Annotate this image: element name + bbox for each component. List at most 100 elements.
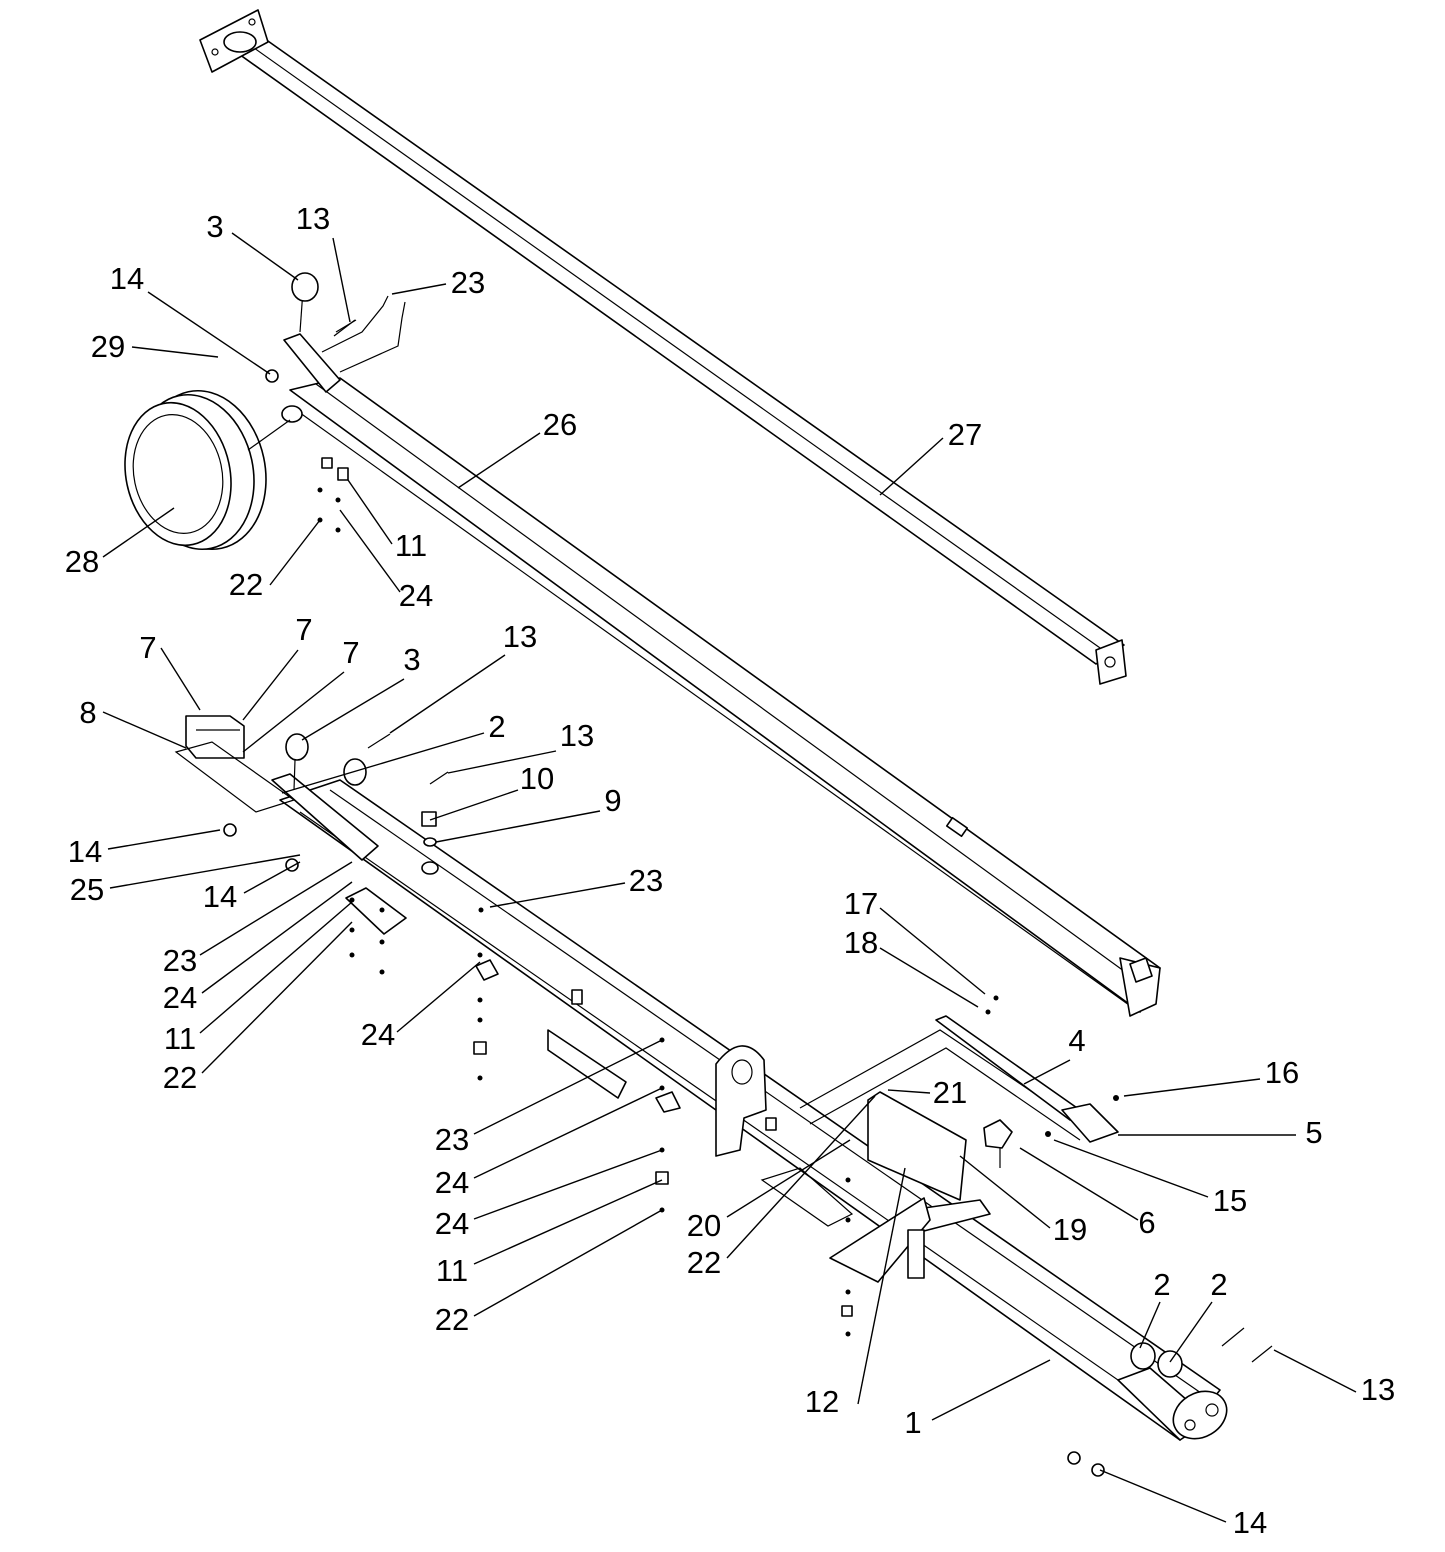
callout-c24c: 24 [361,1017,395,1052]
callout-c14a: 14 [110,261,144,296]
middle-beam [281,377,1161,1017]
callout-c24a: 24 [399,578,433,613]
callout-c15: 15 [1213,1183,1247,1218]
callout-c14b: 14 [68,834,102,869]
leader-line-c4 [1023,1059,1071,1085]
callout-c22a: 22 [229,567,263,602]
leader-line-c14b [107,829,221,850]
leader-line-c13c [447,750,557,774]
callout-c5: 5 [1305,1115,1322,1150]
leader-line-c7b [242,649,299,721]
callout-c28: 28 [65,544,99,579]
callout-c11a: 11 [395,528,427,563]
callout-c13d: 13 [1361,1372,1395,1407]
leader-line-c7c [242,671,345,753]
leader-line-c17 [879,907,986,995]
lifting-eye [715,1045,767,1157]
hitch-assembly [760,1091,1013,1337]
leader-line-c23b [489,882,626,908]
leader-line-c9 [435,810,601,843]
callout-c16: 16 [1265,1055,1299,1090]
leader-line-c14d [1099,1469,1227,1523]
callout-c9: 9 [604,783,621,818]
leader-line-c21 [887,1089,931,1094]
leader-line-c3a [231,232,299,281]
callout-c22c: 22 [687,1245,721,1280]
callout-c23a: 23 [451,265,485,300]
callout-c24d: 24 [435,1165,469,1200]
left-end-bracket [174,715,407,975]
callout-c22b: 22 [163,1060,197,1095]
callout-c19: 19 [1053,1212,1087,1247]
leader-line-c13b [389,654,506,734]
leader-line-c22a [269,519,321,586]
leader-line-c19 [959,1155,1051,1229]
leader-line-c12 [857,1167,906,1405]
leader-line-c24e [473,1149,663,1220]
leader-line-c26 [457,432,541,489]
leader-line-c2c [1169,1301,1213,1363]
leader-line-c14c [243,861,301,894]
leader-line-c20 [726,1139,851,1218]
leader-line-c3b [301,678,405,741]
leader-line-c8 [102,711,187,749]
callout-c29: 29 [91,329,125,364]
leader-line-c24d [473,1087,663,1179]
callout-c7b: 7 [295,612,312,647]
callout-c25: 25 [70,872,104,907]
callout-c18: 18 [844,925,878,960]
leader-line-c1 [931,1359,1051,1421]
callout-c8: 8 [79,695,96,730]
leader-line-c22d [473,1209,663,1317]
mid-fasteners [473,907,777,1213]
callout-c13c: 13 [560,718,594,753]
leader-line-c28 [102,507,175,558]
callout-c14d: 14 [1233,1505,1267,1540]
callout-c23d: 23 [435,1122,469,1157]
leader-line-c29 [131,346,219,358]
wheel [124,389,291,551]
callout-c11b: 11 [164,1021,196,1056]
callout-leaders [102,232,1357,1523]
leader-line-c24a [339,509,401,593]
leader-line-c10 [429,789,519,821]
leader-line-c24c [396,961,481,1033]
callout-c3a: 3 [206,209,223,244]
leader-line-c23d [473,1039,663,1135]
callout-c2a: 2 [488,709,505,744]
callout-c4: 4 [1068,1023,1085,1058]
leader-line-c15 [1053,1139,1209,1198]
leader-line-c24b [201,881,353,994]
callout-c1: 1 [904,1405,921,1440]
callout-c27: 27 [948,417,982,452]
fastener-stack-upper [317,457,349,533]
leader-line-c7a [160,647,201,711]
callout-c24b: 24 [163,980,197,1015]
callout-c7a: 7 [139,630,156,665]
upper-tube [199,9,1127,685]
leader-line-c6 [1019,1147,1139,1221]
tongue-tube [799,1015,1119,1143]
leader-line-c23a [391,283,447,295]
callout-c10: 10 [520,761,554,796]
leader-line-c23c [199,861,353,956]
leader-line-c11c [473,1179,663,1265]
leader-line-c13d [1273,1349,1357,1393]
leader-line-c22c [726,1095,876,1259]
callout-c12: 12 [805,1384,839,1419]
callout-c26: 26 [543,407,577,442]
callout-c23b: 23 [629,863,663,898]
callout-c6: 6 [1138,1205,1155,1240]
leader-line-c2a [281,732,485,794]
callout-c2b: 2 [1153,1267,1170,1302]
callout-c2c: 2 [1210,1267,1227,1302]
leader-line-c22b [201,921,353,1074]
leader-line-c11a [347,479,393,545]
callout-c22d: 22 [435,1302,469,1337]
callout-c3b: 3 [403,642,420,677]
callout-c13b: 13 [503,619,537,654]
leader-line-c25 [109,854,301,889]
callout-c17: 17 [844,886,878,921]
leader-line-c18 [879,947,979,1008]
